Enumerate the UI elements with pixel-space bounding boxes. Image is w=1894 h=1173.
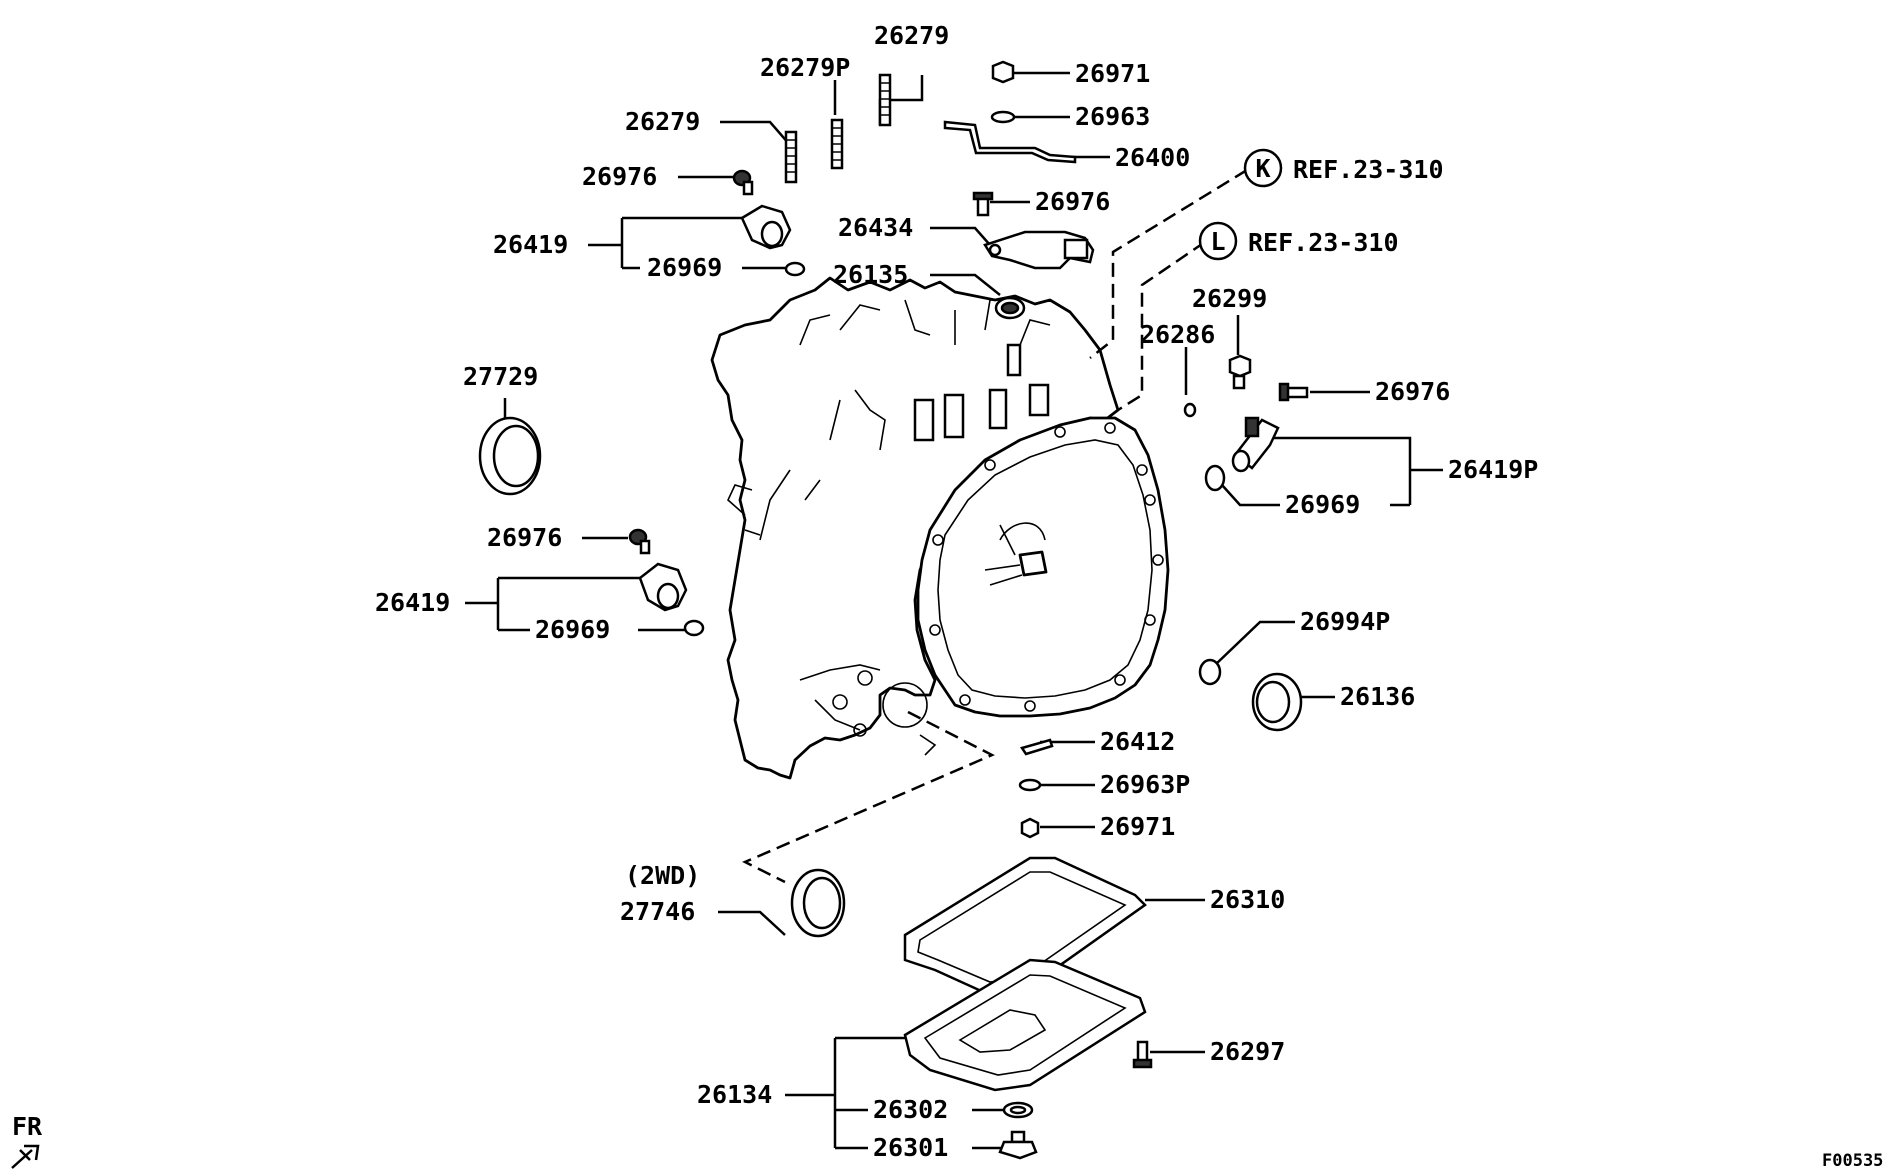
- leader-lines: [465, 71, 1443, 1150]
- label-26994p[interactable]: 26994P: [1300, 607, 1390, 636]
- label-26969-right[interactable]: 26969: [1285, 490, 1360, 519]
- solenoid-26419-top: [740, 204, 792, 250]
- label-26286[interactable]: 26286: [1140, 320, 1215, 349]
- label-26136[interactable]: 26136: [1340, 682, 1415, 711]
- gasket-26302: [1002, 1101, 1034, 1119]
- stud-26279p: [830, 118, 844, 170]
- label-26971-bottom[interactable]: 26971: [1100, 812, 1175, 841]
- fr-indicator: FR: [11, 1112, 43, 1169]
- label-26969-top[interactable]: 26969: [647, 253, 722, 282]
- solenoid-26419-mid: [638, 562, 688, 612]
- label-26400[interactable]: 26400: [1115, 143, 1190, 172]
- seal-27729: [478, 416, 542, 496]
- label-26419-top[interactable]: 26419: [493, 230, 568, 259]
- label-27729[interactable]: 27729: [463, 362, 538, 391]
- label-27746[interactable]: 27746: [620, 897, 695, 926]
- oil-pan-26134: [903, 958, 1147, 1092]
- seal-27746: [790, 868, 846, 938]
- label-26976-upper[interactable]: 26976: [1035, 187, 1110, 216]
- bolt-26297: [1132, 1040, 1153, 1069]
- sensor-26419p: [1231, 416, 1280, 473]
- transmission-case: [710, 276, 1170, 780]
- stud-26279-top: [878, 73, 892, 127]
- label-26301[interactable]: 26301: [873, 1133, 948, 1162]
- label-26963-top[interactable]: 26963: [1075, 102, 1150, 131]
- part-shapes: [478, 60, 1309, 1160]
- figure-code: F00535: [1822, 1151, 1883, 1171]
- ref-l-text: REF.23-310: [1248, 228, 1399, 257]
- ref-k-circle: [1243, 148, 1283, 188]
- ref-l-circle: [1198, 221, 1238, 261]
- label-26969-mid[interactable]: 26969: [535, 615, 610, 644]
- bolt-26976-upper: [972, 191, 994, 217]
- label-26279p[interactable]: 26279P: [760, 53, 850, 82]
- pipe-26412: [1020, 738, 1054, 756]
- switch-26434: [983, 230, 1095, 270]
- nut-26971-bottom: [1020, 817, 1040, 839]
- oring-26969-mid: [683, 619, 705, 637]
- washer-26963-top: [990, 110, 1016, 124]
- ref-k[interactable]: K REF.23-310: [1243, 148, 1444, 188]
- bolt-26976-top-left: [732, 169, 754, 196]
- bolt-26976-right: [1278, 382, 1309, 402]
- oring-26286: [1183, 402, 1197, 418]
- label-26419p[interactable]: 26419P: [1448, 455, 1538, 484]
- label-26419-mid[interactable]: 26419: [375, 588, 450, 617]
- fr-arrow-icon: [11, 1144, 40, 1169]
- bracket-26400: [943, 120, 1077, 164]
- label-26976-right[interactable]: 26976: [1375, 377, 1450, 406]
- bolt-26976-mid: [628, 528, 651, 555]
- reference-dashed-lines: [742, 168, 1248, 884]
- label-26299[interactable]: 26299: [1192, 284, 1267, 313]
- seal-26136: [1251, 672, 1303, 732]
- label-26279-left[interactable]: 26279: [625, 107, 700, 136]
- label-26434[interactable]: 26434: [838, 213, 913, 242]
- plug-26299: [1228, 354, 1252, 390]
- label-2wd: (2WD): [625, 861, 700, 890]
- label-26412[interactable]: 26412: [1100, 727, 1175, 756]
- label-26976-top-left[interactable]: 26976: [582, 162, 657, 191]
- drain-plug-26301: [998, 1130, 1038, 1160]
- oring-26994p: [1198, 658, 1222, 686]
- fr-label: FR: [12, 1112, 43, 1141]
- washer-26963p: [1018, 778, 1042, 792]
- label-26302[interactable]: 26302: [873, 1095, 948, 1124]
- label-26310[interactable]: 26310: [1210, 885, 1285, 914]
- bell-housing-bolt-holes: [929, 422, 1164, 712]
- label-26976-mid[interactable]: 26976: [487, 523, 562, 552]
- ref-l-letter: L: [1210, 227, 1225, 256]
- oring-26969-top: [784, 261, 806, 277]
- stud-26279-left: [784, 130, 798, 184]
- ref-k-letter: K: [1255, 154, 1270, 183]
- oring-26969-right: [1204, 464, 1226, 492]
- nut-26971-top: [991, 60, 1015, 84]
- label-26135[interactable]: 26135: [833, 260, 908, 289]
- ref-k-text: REF.23-310: [1293, 155, 1444, 184]
- label-26963p[interactable]: 26963P: [1100, 770, 1190, 799]
- label-26971-top[interactable]: 26971: [1075, 59, 1150, 88]
- ref-l[interactable]: L REF.23-310: [1198, 221, 1399, 261]
- part-labels: 26279 26279P 26279 26971 26963 26400 269…: [375, 21, 1538, 1162]
- label-26297[interactable]: 26297: [1210, 1037, 1285, 1066]
- label-26279-top[interactable]: 26279: [874, 21, 949, 50]
- seal-26135: [994, 296, 1026, 320]
- label-26134[interactable]: 26134: [697, 1080, 772, 1109]
